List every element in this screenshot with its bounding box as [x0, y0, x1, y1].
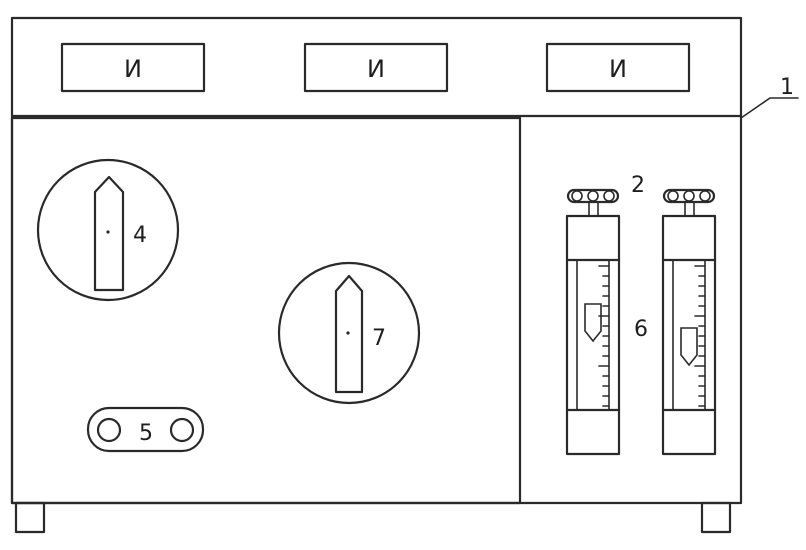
indicator-label-1: И	[124, 55, 142, 83]
callout-7: 7	[372, 326, 386, 351]
housing-leader-line	[740, 97, 799, 119]
callout-2: 2	[631, 173, 645, 198]
knob-4-pointer	[93, 175, 125, 292]
button-block-5	[86, 406, 205, 453]
indicator-label-2: И	[367, 55, 385, 83]
indicator-window-3: И	[545, 42, 691, 93]
indicator-label-3: И	[609, 55, 627, 83]
callout-4: 4	[133, 223, 147, 248]
flowmeter-left-float	[584, 303, 602, 343]
valve-right[interactable]	[662, 188, 716, 217]
flowmeter-right-float	[680, 327, 698, 367]
flowmeter-left-scale	[598, 265, 610, 407]
indicator-window-1: И	[60, 42, 206, 93]
left-foot	[14, 501, 46, 534]
valve-left[interactable]	[566, 188, 620, 217]
button-left[interactable]	[96, 417, 122, 443]
knob-7-pointer	[334, 274, 364, 394]
callout-6: 6	[634, 317, 648, 342]
rotary-knob-7[interactable]	[277, 261, 421, 405]
rotary-knob-4[interactable]	[36, 158, 180, 302]
button-right[interactable]	[169, 417, 195, 443]
left-control-panel	[10, 116, 522, 505]
flowmeter-left	[565, 188, 621, 456]
flowmeter-right	[661, 188, 717, 456]
flowmeter-right-scale	[694, 265, 706, 407]
right-foot	[700, 501, 732, 534]
callout-5: 5	[139, 421, 153, 446]
indicator-window-2: И	[303, 42, 449, 93]
callout-1: 1	[780, 75, 794, 100]
